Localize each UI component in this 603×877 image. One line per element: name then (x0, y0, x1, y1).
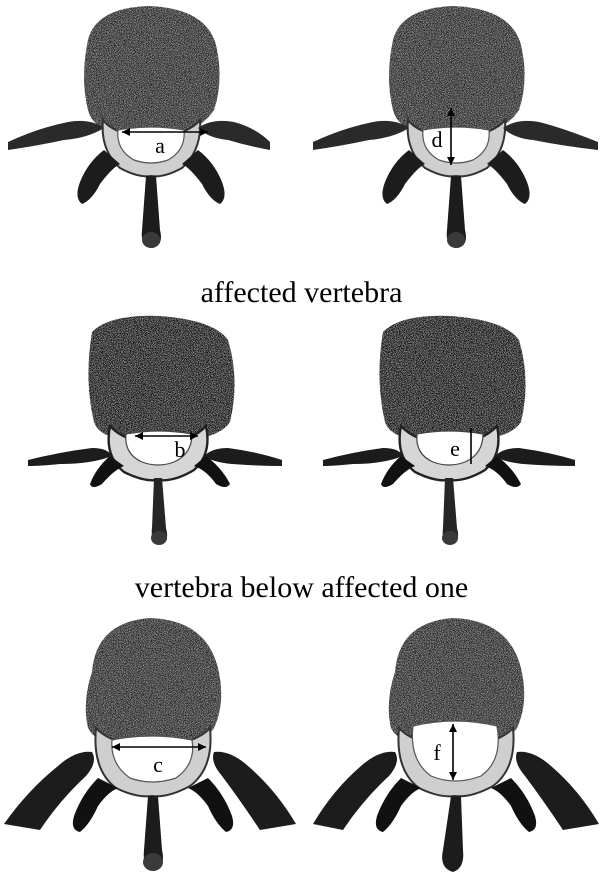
row-lower-vertebra: c f (0, 610, 603, 877)
vertebra-lower-depth: f (313, 610, 603, 877)
vertebral-body (86, 618, 221, 742)
transverse-process-left (28, 448, 112, 466)
spinous-process (442, 796, 463, 872)
spinous-process-tip (442, 531, 458, 545)
vertebral-body (84, 6, 220, 130)
vertebral-body (379, 316, 525, 438)
vertebra-lower-width: c (0, 610, 300, 877)
transverse-process-left (8, 121, 104, 150)
caption-affected-vertebra: affected vertebra (0, 278, 603, 308)
label-d: d (432, 127, 443, 152)
label-b: b (175, 437, 186, 462)
label-a: a (155, 133, 165, 158)
articular-process-left (73, 778, 118, 832)
transverse-process-right (495, 448, 575, 466)
label-f: f (433, 740, 441, 765)
vertebral-body (88, 316, 234, 438)
articular-process-right (188, 778, 233, 832)
vertebral-body (389, 6, 525, 130)
spinous-process-tip (447, 232, 465, 248)
transverse-process-right (204, 448, 282, 466)
transverse-process-right (503, 121, 598, 150)
vertebra-upper-depth: d (313, 0, 603, 265)
row-affected-vertebra: b e (0, 310, 603, 560)
transverse-process-right (198, 121, 270, 150)
row-upper-vertebra: a d (0, 0, 603, 270)
articular-process-right (491, 778, 536, 832)
articular-process-left (376, 778, 421, 832)
spinous-process-tip (143, 853, 163, 871)
transverse-process-left (313, 121, 409, 150)
caption-vertebra-below: vertebra below affected one (0, 573, 603, 603)
spinous-process-tip (151, 531, 167, 545)
label-e: e (450, 436, 460, 461)
vertebra-affected-depth: e (313, 310, 603, 560)
transverse-process-left (323, 448, 403, 466)
vertebra-affected-width: b (0, 310, 290, 560)
label-c: c (153, 752, 163, 777)
spinous-process-tip (142, 232, 160, 248)
vertebra-upper-width: a (8, 0, 238, 265)
